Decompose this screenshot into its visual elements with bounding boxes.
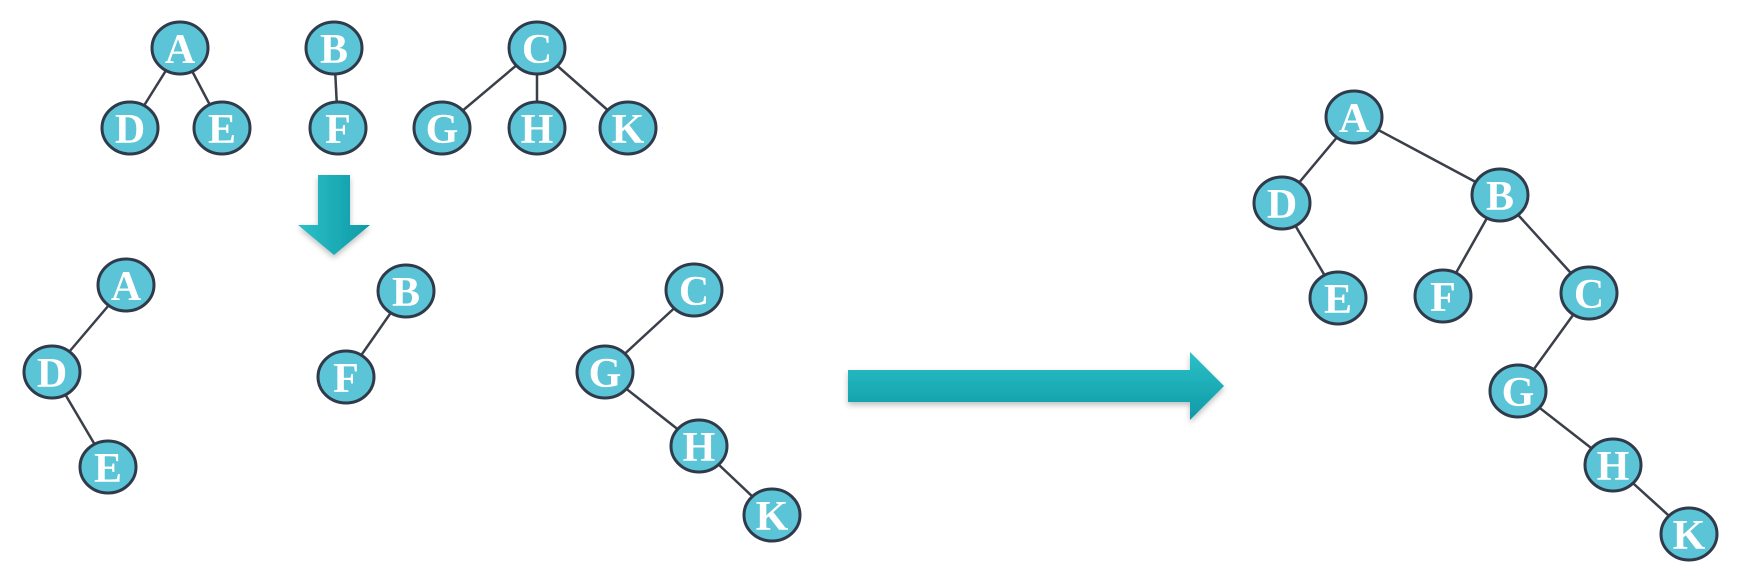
forest-node-c: C	[507, 20, 567, 76]
node-circle	[22, 344, 82, 400]
node-circle	[1470, 167, 1530, 223]
transformed-node-b: B	[376, 263, 436, 319]
node-circle	[669, 418, 729, 474]
binary-node-h: H	[1583, 437, 1643, 493]
node-circle	[1413, 268, 1473, 324]
binary-node-a: A	[1324, 89, 1384, 145]
node-label: E	[1324, 277, 1352, 323]
node-circle	[598, 100, 658, 156]
node-label: F	[333, 356, 359, 402]
node-circle	[575, 344, 635, 400]
node-label: C	[522, 27, 552, 73]
node-circle	[1324, 89, 1384, 145]
node-label: E	[208, 107, 236, 153]
node-circle	[96, 257, 156, 313]
forest-node-k: K	[598, 100, 658, 156]
node-circle	[1583, 437, 1643, 493]
forest-node-h: H	[507, 100, 567, 156]
transformed-node-a: A	[96, 257, 156, 313]
node-circle	[1659, 506, 1719, 562]
node-label: K	[756, 494, 789, 540]
transformed-node-f: F	[316, 349, 376, 405]
transformed-node-c: C	[664, 262, 724, 318]
node-label: C	[1574, 272, 1604, 318]
node-circle	[507, 20, 567, 76]
node-circle	[742, 487, 802, 543]
transformed-node-h: H	[669, 418, 729, 474]
node-label: B	[392, 270, 420, 316]
node-label: F	[1430, 275, 1456, 321]
node-label: A	[1339, 96, 1370, 142]
binary-node-g: G	[1488, 363, 1548, 419]
node-label: B	[1486, 174, 1514, 220]
node-label: E	[94, 446, 122, 492]
node-label: D	[1267, 182, 1297, 228]
node-label: G	[1502, 370, 1535, 416]
forest-node-e: E	[192, 100, 252, 156]
transformed-node-g: G	[575, 344, 635, 400]
node-circle	[1308, 270, 1368, 326]
forest-node-d: D	[100, 100, 160, 156]
node-label: F	[325, 107, 351, 153]
node-circle	[412, 100, 472, 156]
node-circle	[316, 349, 376, 405]
node-label: C	[679, 269, 709, 315]
transformed-node-e: E	[78, 439, 138, 495]
binary-node-b: B	[1470, 167, 1530, 223]
down-arrow	[298, 175, 370, 255]
forest-node-a: A	[150, 20, 210, 76]
node-label: H	[683, 425, 716, 471]
node-label: D	[37, 351, 67, 397]
binary-node-e: E	[1308, 270, 1368, 326]
node-label: K	[1673, 513, 1706, 559]
forest-node-f: F	[308, 100, 368, 156]
node-circle	[1559, 265, 1619, 321]
node-label: A	[165, 27, 196, 73]
node-circle	[507, 100, 567, 156]
node-circle	[1252, 175, 1312, 231]
node-label: G	[589, 351, 622, 397]
transformed-node-d: D	[22, 344, 82, 400]
node-circle	[78, 439, 138, 495]
node-circle	[192, 100, 252, 156]
node-label: A	[111, 264, 142, 310]
node-label: H	[521, 107, 554, 153]
forest-node-g: G	[412, 100, 472, 156]
node-label: K	[612, 107, 645, 153]
node-circle	[376, 263, 436, 319]
binary-node-f: F	[1413, 268, 1473, 324]
node-label: H	[1597, 444, 1630, 490]
node-circle	[100, 100, 160, 156]
node-circle	[308, 100, 368, 156]
binary-node-d: D	[1252, 175, 1312, 231]
node-circle	[664, 262, 724, 318]
node-circle	[1488, 363, 1548, 419]
node-label: D	[115, 107, 145, 153]
right-arrow	[848, 352, 1224, 420]
forest-node-b: B	[304, 20, 364, 76]
transformed-node-k: K	[742, 487, 802, 543]
binary-node-c: C	[1559, 265, 1619, 321]
node-circle	[304, 20, 364, 76]
node-label: B	[320, 27, 348, 73]
node-label: G	[426, 107, 459, 153]
node-circle	[150, 20, 210, 76]
binary-node-k: K	[1659, 506, 1719, 562]
